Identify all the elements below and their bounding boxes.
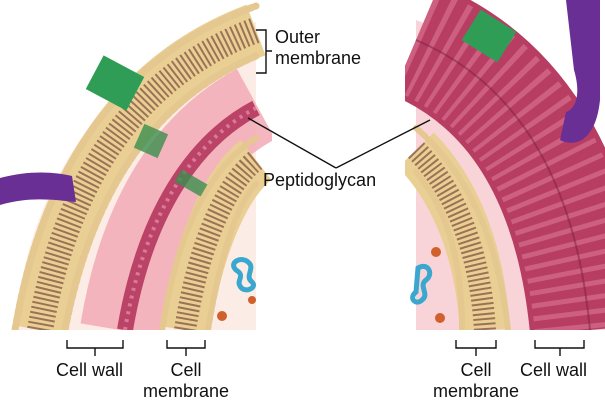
left-cell-wall-label: Cell wall	[56, 360, 123, 381]
right-cell-membrane-line1: Cell	[421, 360, 531, 381]
gram-negative-envelope	[0, 6, 256, 330]
orange-particle-3	[431, 247, 441, 257]
purple-protein-left	[0, 173, 76, 206]
orange-particle-2	[248, 296, 256, 304]
orange-particle-4	[435, 313, 445, 323]
gram-positive-envelope	[413, 0, 605, 330]
left-cell-wall-bracket	[67, 340, 123, 356]
right-cell-wall-label: Cell wall	[520, 360, 587, 381]
right-cell-membrane-line2: membrane	[421, 381, 531, 402]
outer-membrane-label-line2: membrane	[275, 48, 361, 69]
right-cell-membrane-bracket	[456, 340, 496, 356]
purple-protein-right	[560, 0, 600, 143]
right-cell-membrane-label: Cell membrane	[421, 360, 531, 402]
outer-membrane-label-line1: Outer	[275, 27, 361, 48]
left-cell-membrane-label: Cell membrane	[131, 360, 241, 402]
right-cell-wall-bracket	[535, 340, 584, 356]
left-cell-membrane-bracket	[167, 340, 205, 356]
left-cell-membrane-line1: Cell	[131, 360, 241, 381]
peptidoglycan-label: Peptidoglycan	[263, 170, 376, 191]
left-cell-membrane-line2: membrane	[131, 381, 241, 402]
orange-particle-1	[217, 311, 227, 321]
outer-membrane-label: Outer membrane	[275, 27, 361, 69]
